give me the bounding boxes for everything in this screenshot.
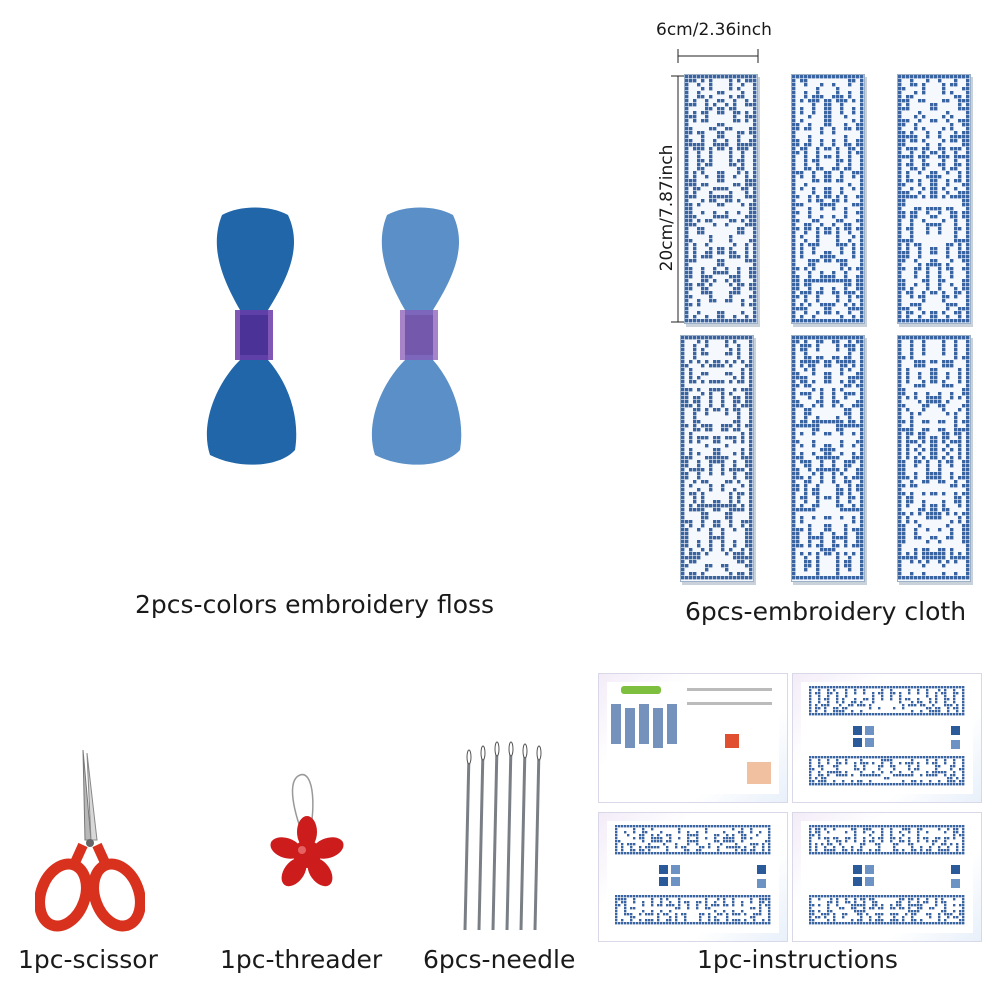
instruction-sheet-1	[598, 673, 788, 803]
threader-caption: 1pc-threader	[220, 945, 383, 974]
embroidery-cloth-3	[897, 74, 971, 324]
scissor-image	[35, 749, 145, 932]
cloth-caption: 6pcs-embroidery cloth	[685, 597, 967, 626]
floss-dark-skein	[206, 207, 297, 465]
width-dimension-label: 6cm/2.36inch	[656, 20, 772, 40]
embroidery-cloth-1	[684, 74, 758, 324]
embroidery-cloth-4	[680, 335, 754, 582]
instruction-sheet-3	[598, 812, 788, 942]
width-dimension-line	[677, 49, 759, 63]
embroidery-cloth-5	[791, 335, 865, 582]
floss-group	[200, 205, 462, 470]
scissor-caption: 1pc-scissor	[18, 945, 158, 974]
embroidery-cloth-2	[791, 74, 865, 324]
needles-image	[463, 741, 542, 931]
floss-caption: 2pcs-colors embroidery floss	[135, 590, 495, 619]
needle-caption: 6pcs-needle	[423, 945, 576, 974]
floss-light-skein	[371, 207, 462, 465]
embroidery-cloth-6	[897, 335, 971, 582]
instruction-sheet-2	[792, 673, 982, 803]
instructions-caption: 1pc-instructions	[697, 945, 898, 974]
threader-image	[270, 774, 344, 887]
instruction-sheet-4	[792, 812, 982, 942]
height-dimension-line	[671, 75, 685, 323]
